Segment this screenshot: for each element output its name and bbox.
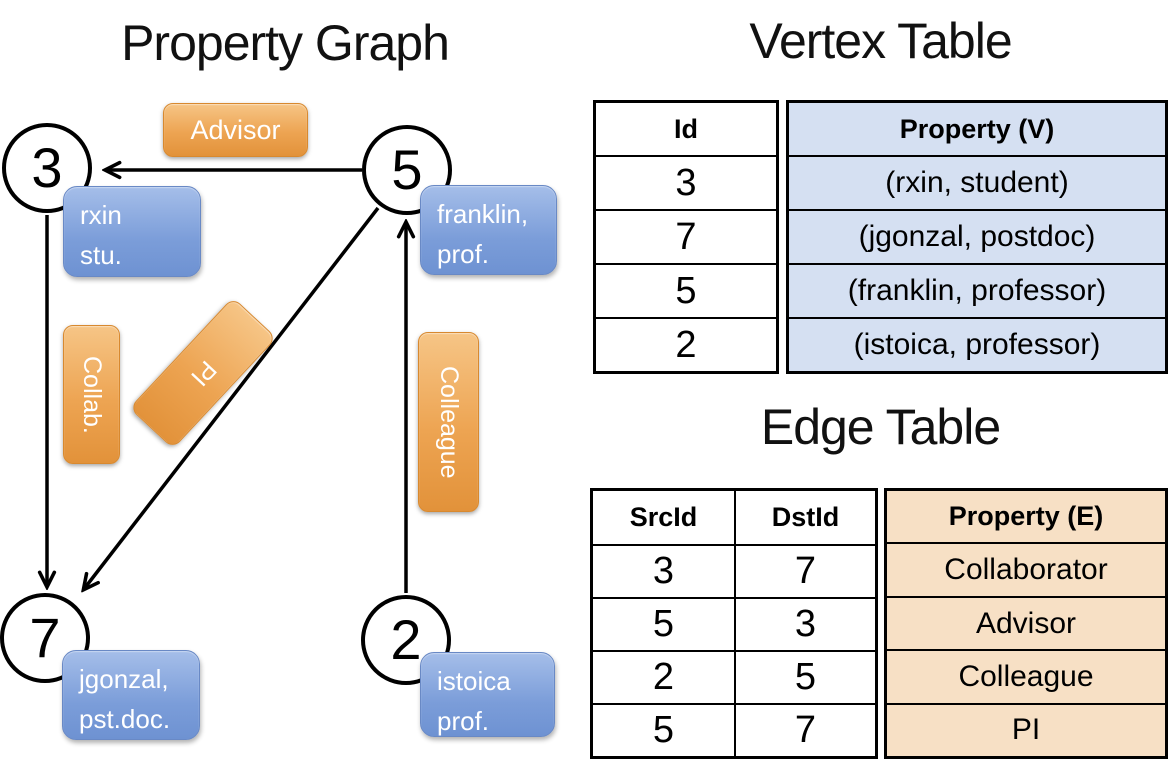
edge-row-src: 2: [593, 650, 734, 703]
edge-line-5-7: [84, 206, 380, 589]
vertex-tag-istoica: istoica prof.: [420, 652, 555, 737]
vertex-row-id: 3: [596, 155, 776, 209]
edge-row-property: PI: [887, 702, 1165, 757]
node-2-id: 2: [390, 608, 422, 671]
node-3-id: 3: [31, 136, 63, 199]
node-7-id: 7: [29, 606, 61, 669]
vertex-tag-franklin: franklin, prof.: [420, 185, 557, 275]
edge-label-advisor: Advisor: [163, 103, 308, 157]
edge-label-collab: Collab.: [63, 325, 120, 464]
edge-row-src: 3: [593, 544, 734, 597]
edge-row-property: Advisor: [887, 595, 1165, 650]
edge-label-colleague: Colleague: [418, 332, 479, 512]
vertex-id-header: Id: [674, 113, 698, 144]
edge-row-dst: 5: [734, 650, 875, 703]
edge-row-src: 5: [593, 597, 734, 650]
vertex-row-property: (jgonzal, postdoc): [789, 209, 1165, 263]
vertex-row-property: (rxin, student): [789, 155, 1165, 209]
edge-row-property: Collaborator: [887, 542, 1165, 596]
edge-row-src: 5: [593, 703, 734, 756]
edge-row-dst: 7: [734, 544, 875, 597]
node-5-id: 5: [391, 138, 423, 201]
property-graph-title: Property Graph: [121, 15, 450, 71]
vertex-table-id-column: Id 3 7 5 2: [593, 100, 779, 374]
graph-edges-layer: [0, 0, 580, 593]
graph-node-2: 2: [361, 595, 451, 685]
vertex-row-property: (franklin, professor): [789, 263, 1165, 317]
vertex-row-id: 2: [596, 317, 776, 371]
edge-row-dst: 3: [734, 597, 875, 650]
edge-property-header: Property (E): [887, 491, 1165, 543]
vertex-tag-rxin: rxin stu.: [63, 186, 201, 277]
vertex-table-title: Vertex Table: [749, 13, 1012, 69]
edge-table-property-column: Property (E) Collaborator Advisor Collea…: [884, 488, 1168, 759]
vertex-row-property: (istoica, professor): [789, 317, 1165, 371]
edge-row-property: Colleague: [887, 649, 1165, 703]
vertex-tag-jgonzal: jgonzal, pst.doc.: [62, 650, 200, 740]
edge-srcid-header: SrcId: [629, 502, 698, 532]
vertex-row-id: 7: [596, 209, 776, 263]
vertex-property-header: Property (V): [789, 103, 1165, 155]
edge-dstid-header: DstId: [734, 491, 875, 544]
vertex-table-property-column: Property (V) (rxin, student) (jgonzal, p…: [786, 100, 1168, 374]
edge-table-title: Edge Table: [760, 399, 1001, 455]
edge-table-id-columns: SrcId DstId 3 7 5 3 2 5 5 7: [590, 488, 878, 759]
graph-node-5: 5: [362, 125, 452, 215]
vertex-row-id: 5: [596, 263, 776, 317]
edge-row-dst: 7: [734, 703, 875, 756]
